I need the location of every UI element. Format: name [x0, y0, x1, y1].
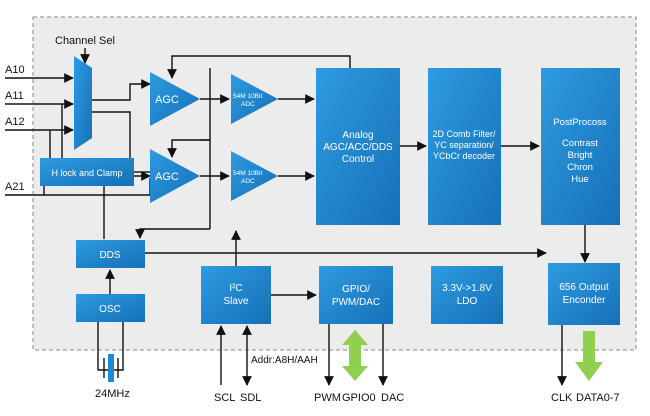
- svg-text:Analog: Analog: [342, 130, 373, 141]
- svg-text:H lock and Clamp: H lock and Clamp: [51, 168, 122, 178]
- svg-text:2D Comb Filter/: 2D Comb Filter/: [432, 129, 496, 139]
- adc-top: [231, 74, 278, 124]
- adc-bottom: [231, 151, 278, 201]
- svg-text:I²C: I²C: [229, 283, 242, 294]
- output-encoder-block: [548, 263, 620, 325]
- analog-control-block: [316, 68, 400, 225]
- svg-text:YCbCr decoder: YCbCr decoder: [433, 151, 495, 161]
- postprocess-block: [541, 68, 620, 225]
- gpio-block: [319, 266, 393, 324]
- svg-text:54M 10Bit: 54M 10Bit: [233, 93, 262, 100]
- svg-text:Enconder: Enconder: [563, 295, 606, 306]
- i2c-slave-block: [201, 266, 271, 324]
- svg-text:LDO: LDO: [457, 296, 478, 307]
- gpio0-bidir-arrow: [342, 330, 368, 381]
- svg-text:3.3V->1.8V: 3.3V->1.8V: [442, 283, 492, 294]
- osc-block: [76, 294, 145, 322]
- comb-filter-block: [428, 68, 501, 225]
- input-label-a21: A21: [5, 181, 25, 193]
- channel-sel-label: Channel Sel: [55, 35, 115, 47]
- svg-text:Bright: Bright: [568, 150, 593, 161]
- data-label: DATA0-7: [576, 392, 620, 404]
- svg-text:Slave: Slave: [223, 296, 248, 307]
- input-label-a10: A10: [5, 64, 25, 76]
- crystal-label: 24MHz: [95, 388, 130, 400]
- dds-block: [76, 240, 145, 268]
- svg-text:Hue: Hue: [571, 174, 588, 185]
- svg-text:OSC: OSC: [99, 304, 121, 315]
- agc-amp-bottom: [150, 149, 200, 203]
- svg-text:GPIO/: GPIO/: [342, 284, 370, 295]
- svg-text:Chron: Chron: [567, 162, 593, 173]
- svg-text:YC separation/: YC separation/: [434, 140, 494, 150]
- svg-text:Contrast: Contrast: [562, 138, 598, 149]
- scl-label: SCL: [214, 392, 235, 404]
- svg-text:PWM/DAC: PWM/DAC: [332, 297, 380, 308]
- svg-text:ADC: ADC: [241, 101, 255, 108]
- svg-text:AGC: AGC: [155, 171, 179, 183]
- data-output-arrow: [575, 331, 603, 381]
- dac-label: DAC: [381, 392, 404, 404]
- svg-text:Control: Control: [342, 154, 374, 165]
- svg-text:54M 10Bit: 54M 10Bit: [233, 170, 262, 177]
- input-label-a12: A12: [5, 116, 25, 128]
- svg-text:PostProcoss: PostProcoss: [553, 117, 607, 128]
- crystal-24mhz: [97, 322, 124, 382]
- addr-label: Addr:A8H/AAH: [251, 355, 318, 366]
- svg-text:AGC/ACC/DDS: AGC/ACC/DDS: [323, 142, 393, 153]
- channel-mux: [74, 56, 92, 150]
- sdl-label: SDL: [240, 392, 261, 404]
- hlock-clamp-block: [40, 158, 134, 186]
- ldo-block: [431, 266, 503, 324]
- svg-text:DDS: DDS: [99, 250, 120, 261]
- svg-text:AGC: AGC: [155, 94, 179, 106]
- svg-text:ADC: ADC: [241, 178, 255, 185]
- svg-text:656 Output: 656 Output: [559, 282, 609, 293]
- clk-label: CLK: [551, 392, 573, 404]
- agc-amp-top: [150, 72, 200, 126]
- input-label-a11: A11: [5, 90, 24, 102]
- gpio0-label: GPIO0: [342, 392, 376, 404]
- pwm-label: PWM: [314, 392, 341, 404]
